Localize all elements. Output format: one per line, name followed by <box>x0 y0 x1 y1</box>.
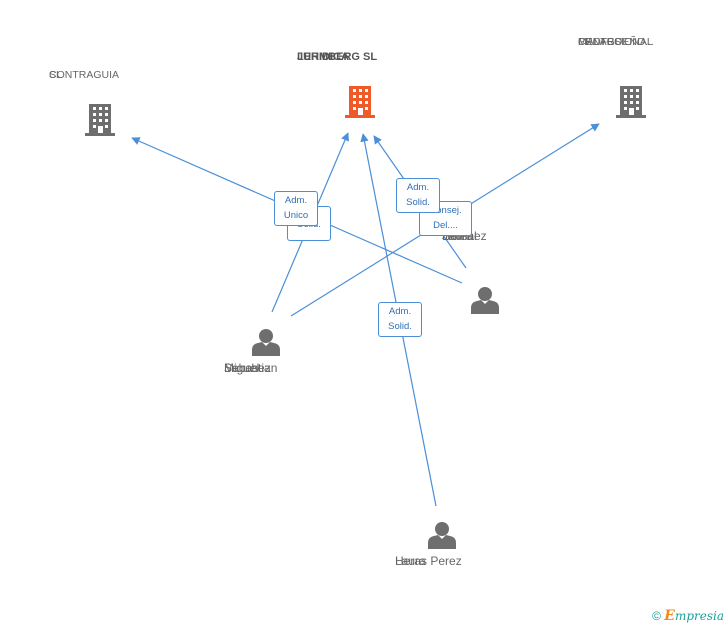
company-name-line: SL <box>49 69 62 81</box>
copyright-symbol: © <box>652 609 661 623</box>
footer-brand: © Empresia <box>652 608 724 624</box>
edge-label-line: Consej. <box>429 205 462 216</box>
person-icon[interactable] <box>252 329 280 356</box>
company-name-line: MALAGUEÑO... <box>578 36 654 48</box>
edge-label-line: Solid. <box>406 197 430 208</box>
company-name-line: CONTRAGUIA <box>49 69 120 81</box>
edge-label-jimenez-juridica[interactable]: Adm. Solid. <box>396 178 440 213</box>
building-icon[interactable] <box>85 104 115 136</box>
company-name-line: JURIDICA <box>297 51 349 63</box>
edge-label-line: Unico <box>283 210 309 221</box>
edge-label-heras-juridica[interactable]: Adm. Solid. <box>378 302 422 337</box>
edge-label-line: Solid. <box>388 321 412 332</box>
person-name-line: Heras Perez <box>395 554 462 568</box>
edge-label-line: Adm. <box>388 306 412 317</box>
company-name-line: LEHMBERG SL <box>297 51 378 63</box>
edge-label-line: Adm. <box>406 182 430 193</box>
person-icon[interactable] <box>471 287 499 314</box>
edge-label-line: Adm. <box>284 195 308 206</box>
edge-label-line: Del.... <box>433 220 458 231</box>
person-name-line: Laura <box>395 554 426 568</box>
edge-label-jimenez-contraguia[interactable]: Adm. Unico <box>274 191 318 226</box>
building-icon-main[interactable] <box>345 86 375 118</box>
company-name-line: CENTRO <box>578 36 623 48</box>
person-name-line: Sebastian <box>224 361 278 375</box>
company-name-line: PROFESIONAL <box>578 36 653 48</box>
brand-name: mpresia <box>674 609 724 623</box>
building-icon[interactable] <box>616 86 646 118</box>
person-icon[interactable] <box>428 522 456 549</box>
edges <box>131 123 600 507</box>
person-name-line: Sanchez <box>224 361 271 375</box>
brand-initial: E <box>664 608 675 624</box>
person-name-line: Miguel <box>224 361 260 375</box>
